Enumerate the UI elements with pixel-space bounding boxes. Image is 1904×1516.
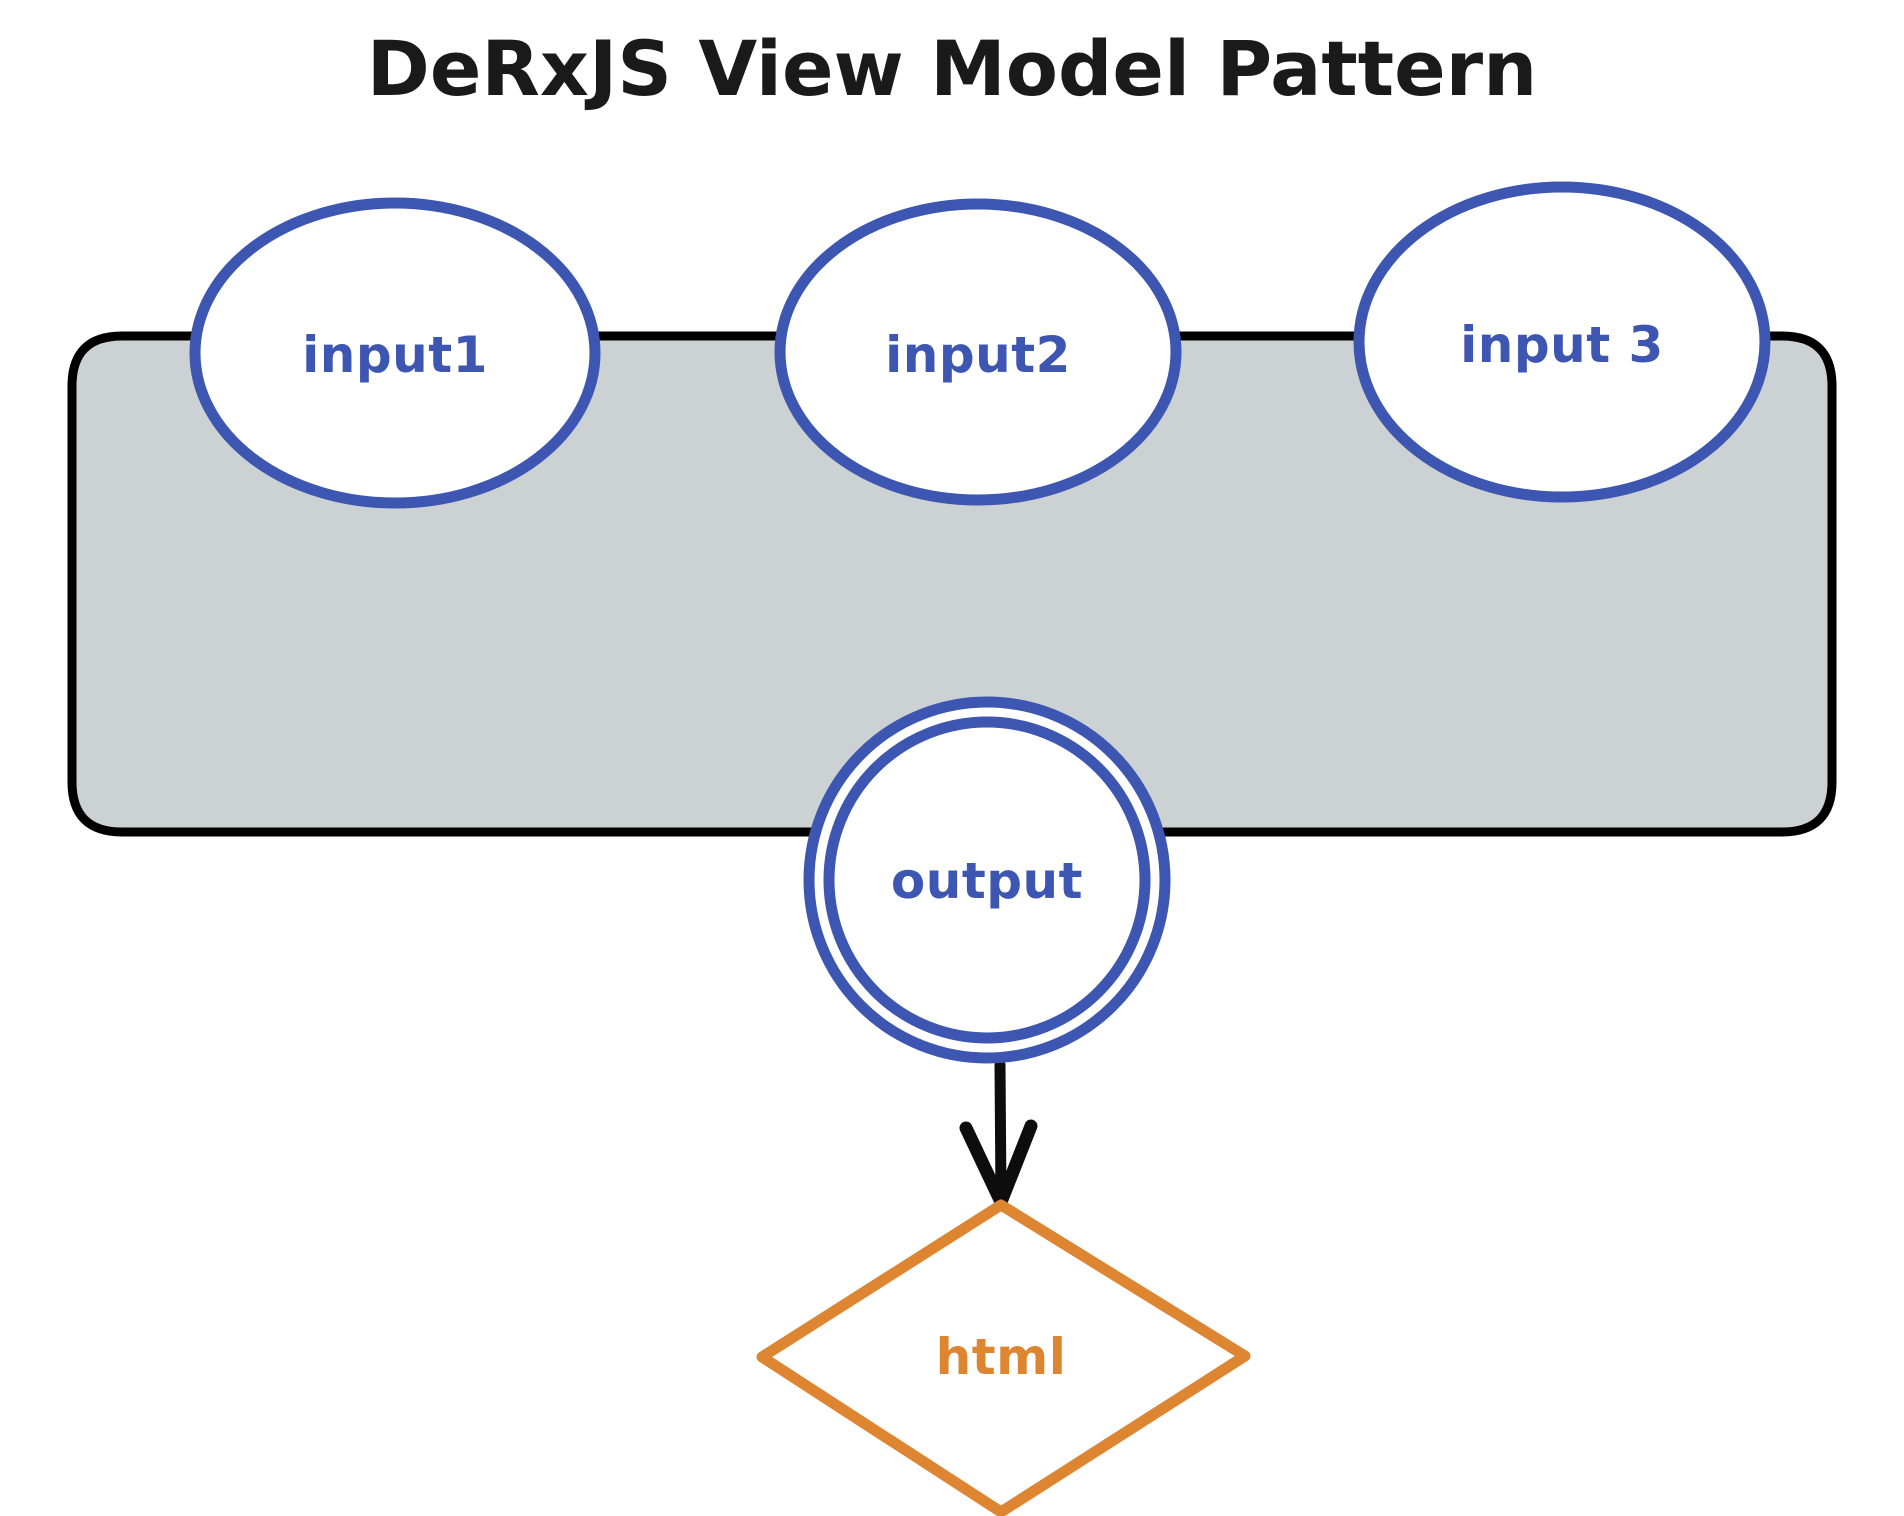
node-label-html: html bbox=[936, 1328, 1067, 1386]
node-output[interactable]: output bbox=[803, 696, 1171, 1064]
node-html[interactable]: html bbox=[756, 1199, 1251, 1516]
node-input2[interactable]: input2 bbox=[774, 198, 1182, 506]
node-input3[interactable]: input 3 bbox=[1353, 181, 1771, 503]
node-label-input2: input2 bbox=[885, 326, 1071, 384]
diagram-title: DeRxJS View Model Pattern bbox=[367, 24, 1537, 113]
output-inner-circle-shape bbox=[823, 716, 1151, 1044]
edge-output-to-html[interactable] bbox=[959, 1059, 1038, 1209]
input1-ellipse-shape bbox=[189, 197, 601, 509]
node-label-output: output bbox=[891, 852, 1083, 910]
html-diamond-shape bbox=[756, 1199, 1251, 1516]
input3-ellipse-shape bbox=[1353, 181, 1771, 503]
node-label-input1: input1 bbox=[302, 326, 488, 384]
node-label-input3: input 3 bbox=[1460, 316, 1664, 374]
node-input1[interactable]: input1 bbox=[189, 197, 601, 509]
input2-ellipse-shape bbox=[774, 198, 1182, 506]
edge-line bbox=[994, 1059, 1007, 1204]
